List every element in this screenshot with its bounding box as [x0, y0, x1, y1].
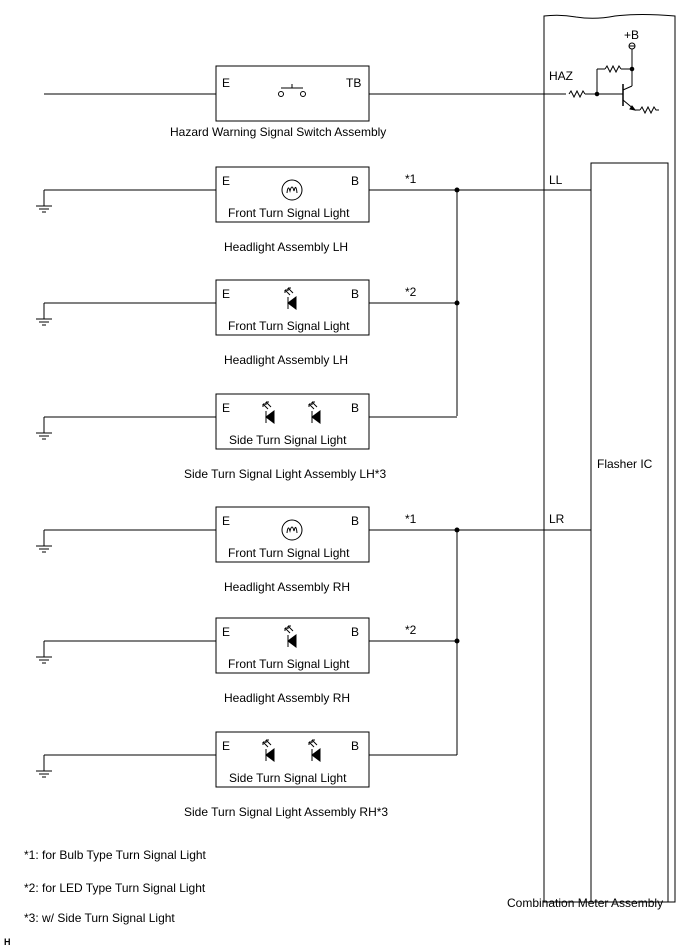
light-box	[215, 731, 370, 788]
note-3: *3: w/ Side Turn Signal Light	[24, 911, 175, 925]
note-1: *1: for Bulb Type Turn Signal Light	[24, 848, 207, 862]
pin-b-label: B	[351, 514, 359, 528]
pin-b-label: B	[351, 174, 359, 188]
flasher-ic-box	[590, 162, 669, 903]
transistor-circuit: +B	[568, 28, 659, 115]
pin-b-label: B	[351, 739, 359, 753]
ground-icon	[36, 530, 52, 553]
led-icon	[308, 401, 321, 424]
meter-caption: Combination Meter Assembly	[507, 896, 663, 910]
light-label: Side Turn Signal Light	[229, 771, 347, 785]
lr-terminal-label: LR	[549, 512, 565, 526]
ground-icon	[36, 190, 52, 213]
hazard-pin-tb: TB	[346, 76, 361, 90]
light-label: Side Turn Signal Light	[229, 433, 347, 447]
pin-b-label: B	[351, 625, 359, 639]
pin-e-label: E	[222, 739, 230, 753]
light-caption: Headlight Assembly LH	[224, 353, 348, 367]
variant-marker: *1	[405, 172, 417, 186]
light-caption: Headlight Assembly RH	[224, 691, 350, 705]
junction-dot	[454, 638, 460, 644]
light-box	[215, 166, 370, 223]
light-label: Front Turn Signal Light	[228, 546, 350, 560]
corner-code: H	[4, 937, 11, 947]
meter-outline	[543, 14, 676, 903]
junction-dot	[454, 300, 460, 306]
note-2: *2: for LED Type Turn Signal Light	[24, 881, 206, 895]
pin-e-label: E	[222, 401, 230, 415]
light-box	[215, 279, 370, 336]
ll-terminal-label: LL	[549, 173, 563, 187]
light-caption: Headlight Assembly LH	[224, 240, 348, 254]
pin-b-label: B	[351, 287, 359, 301]
hazard-switch: E TB Hazard Warning Signal Switch Assemb…	[170, 65, 386, 139]
resistor-icon	[639, 105, 659, 115]
plus-b-label: +B	[624, 28, 639, 42]
hazard-switch-caption: Hazard Warning Signal Switch Assembly	[170, 125, 386, 139]
pin-e-label: E	[222, 625, 230, 639]
pin-b-label: B	[351, 401, 359, 415]
ground-icon	[36, 755, 52, 778]
bulb-icon	[281, 179, 303, 201]
light-label: Front Turn Signal Light	[228, 206, 350, 220]
led-icon	[284, 287, 297, 310]
flasher-ic-label: Flasher IC	[597, 457, 653, 471]
bulb-icon	[281, 519, 303, 541]
led-icon	[308, 739, 321, 762]
resistor-icon	[604, 64, 622, 74]
pin-e-label: E	[222, 514, 230, 528]
light-label: Front Turn Signal Light	[228, 319, 350, 333]
hazard-pin-e: E	[222, 76, 230, 90]
ground-icon	[36, 303, 52, 326]
light-caption: Headlight Assembly RH	[224, 580, 350, 594]
resistor-icon	[568, 89, 586, 99]
light-caption: Side Turn Signal Light Assembly RH*3	[184, 805, 388, 819]
hazard-switch-box	[215, 65, 370, 122]
pin-e-label: E	[222, 174, 230, 188]
light-label: Front Turn Signal Light	[228, 657, 350, 671]
variant-marker: *2	[405, 285, 417, 299]
pin-e-label: E	[222, 287, 230, 301]
variant-marker: *2	[405, 623, 417, 637]
light-box	[215, 617, 370, 674]
junction-dot	[454, 527, 460, 533]
haz-terminal-label: HAZ	[549, 69, 573, 83]
ground-icon	[36, 417, 52, 440]
variant-marker: *1	[405, 512, 417, 526]
light-box	[215, 393, 370, 450]
light-box	[215, 506, 370, 563]
junction-dot	[454, 187, 460, 193]
led-icon	[284, 625, 297, 648]
switch-icon	[278, 84, 306, 97]
led-icon	[262, 401, 275, 424]
ground-icon	[36, 641, 52, 664]
led-icon	[262, 739, 275, 762]
light-caption: Side Turn Signal Light Assembly LH*3	[184, 467, 386, 481]
